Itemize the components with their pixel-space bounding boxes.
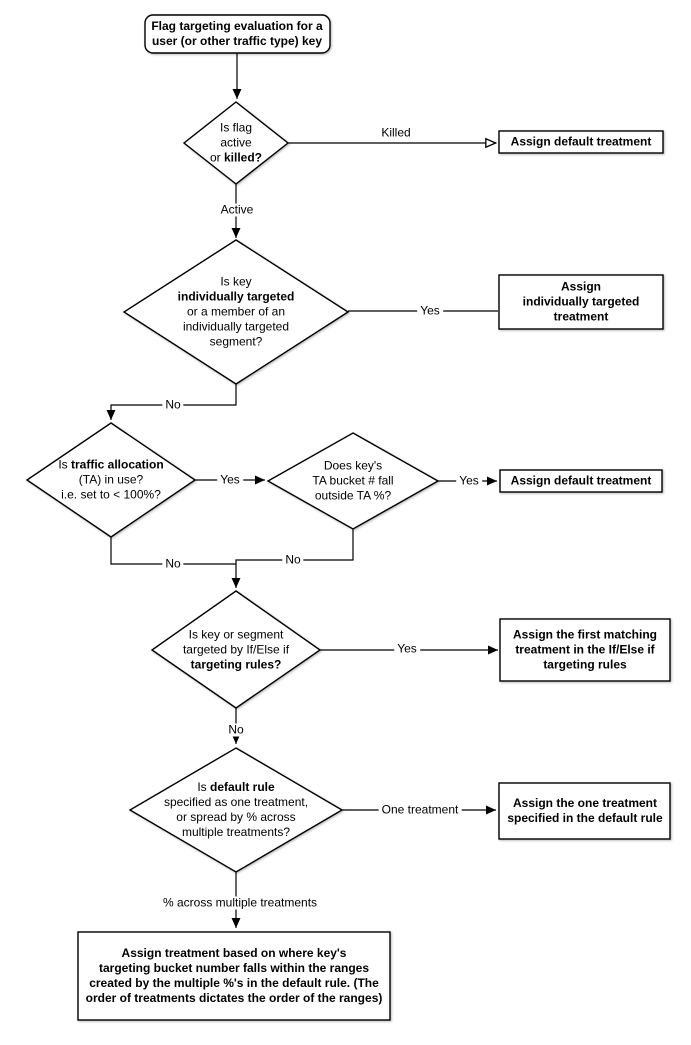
decision-targeting-rules-shape [150, 590, 322, 709]
connector-no-bucket-to-rules [231, 529, 354, 588]
decision-individually-targeted-shape [122, 239, 350, 385]
assign-one-treatment-shape [498, 782, 671, 840]
decision-traffic-allocation-shape [25, 422, 197, 538]
assign-first-matching-shape [499, 618, 671, 682]
assign-default-ta-shape [499, 469, 663, 493]
assign-default-killed-shape [498, 130, 664, 154]
connector-no-to-traffic-allocation [106, 384, 237, 420]
assign-by-ranges-shape [77, 931, 391, 1021]
connector-no-ta-merge [110, 537, 236, 565]
decision-flag-active-shape [182, 101, 290, 185]
start-node-shape [144, 14, 331, 54]
assign-individually-targeted-shape [498, 274, 664, 330]
decision-default-rule-shape [128, 747, 344, 873]
decision-ta-bucket-shape [266, 432, 440, 530]
